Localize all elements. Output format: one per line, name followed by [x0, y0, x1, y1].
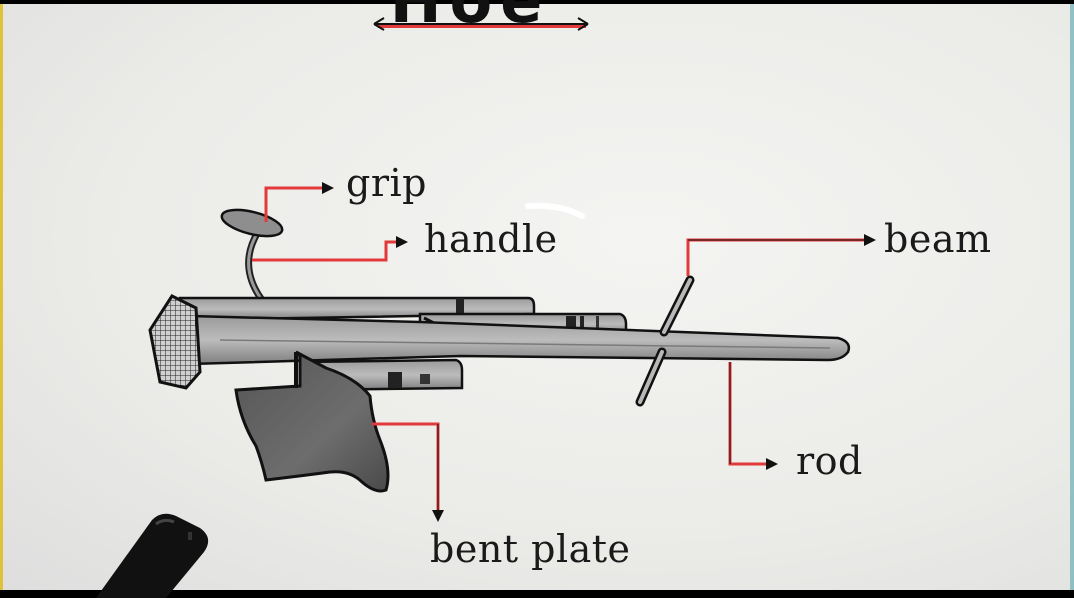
- title-underline: [373, 17, 589, 31]
- hex-end-cap: [148, 294, 202, 390]
- diagram-title: Hoe: [390, 0, 551, 37]
- pointer-beam: [686, 234, 876, 276]
- grip-knob: [220, 208, 284, 238]
- pointer-rod: [728, 362, 778, 470]
- frame-edge-right: [1070, 4, 1074, 590]
- marker-pen-icon: [96, 513, 209, 598]
- label-rod: rod: [796, 439, 863, 483]
- frame-edge-left: [0, 4, 3, 590]
- pointer-handle: [252, 236, 408, 262]
- main-rod: [188, 314, 851, 366]
- eraser-mark: [525, 202, 585, 219]
- label-handle: handle: [424, 217, 558, 261]
- label-grip: grip: [346, 161, 427, 205]
- label-beam: beam: [884, 217, 992, 261]
- pointer-bent-plate: [372, 422, 444, 522]
- bent-plate: [234, 350, 390, 493]
- pointer-grip: [264, 182, 334, 222]
- label-bent-plate: bent plate: [430, 527, 631, 571]
